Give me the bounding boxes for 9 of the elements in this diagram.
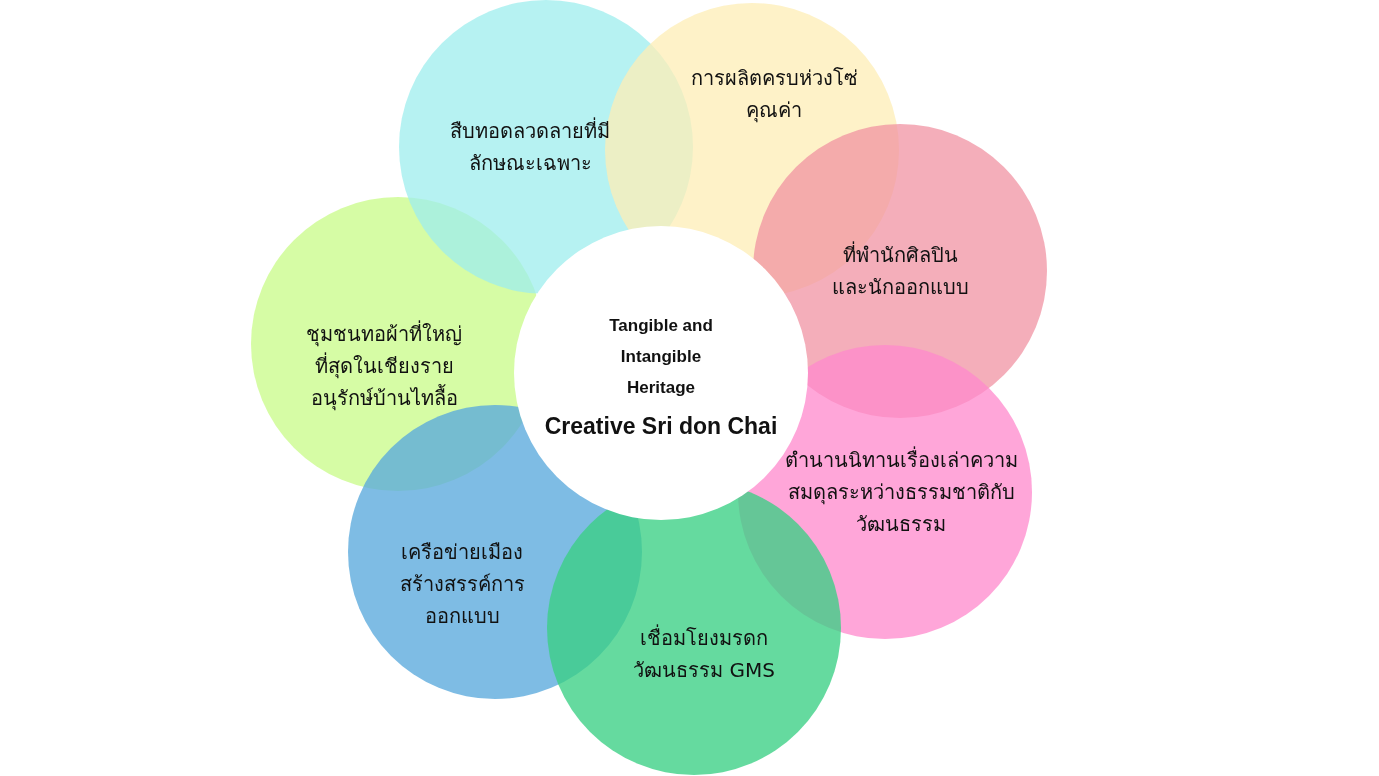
circle-label: ชุมชนทอผ้าที่ใหญ่ที่สุดในเชียงรายอนุรักษ์บ้านไทลื้อ	[305, 319, 463, 413]
circle-label: สืบทอดลวดลายที่มีลักษณะเฉพาะ	[449, 116, 611, 177]
circle-label: ตำนานนิทานเรื่องเล่าความสมดุลระหว่างธรรมชาติกับวัฒนธรรม	[783, 445, 1019, 538]
circle-label: การผลิตครบห่วงโซ่คุณค่า	[689, 65, 859, 125]
title: Creative Sri don Chai	[543, 411, 779, 441]
circle-label: เครือข่ายเมืองสร้างสรรค์การออกแบบ	[398, 539, 526, 630]
circle-label: ที่พำนักศิลปินและนักออกแบบ	[830, 240, 970, 301]
subtitle: Tangible and Intangible Heritage	[608, 314, 714, 399]
circle-label: เชื่อมโยงมรดกวัฒนธรรม GMS	[632, 623, 776, 684]
